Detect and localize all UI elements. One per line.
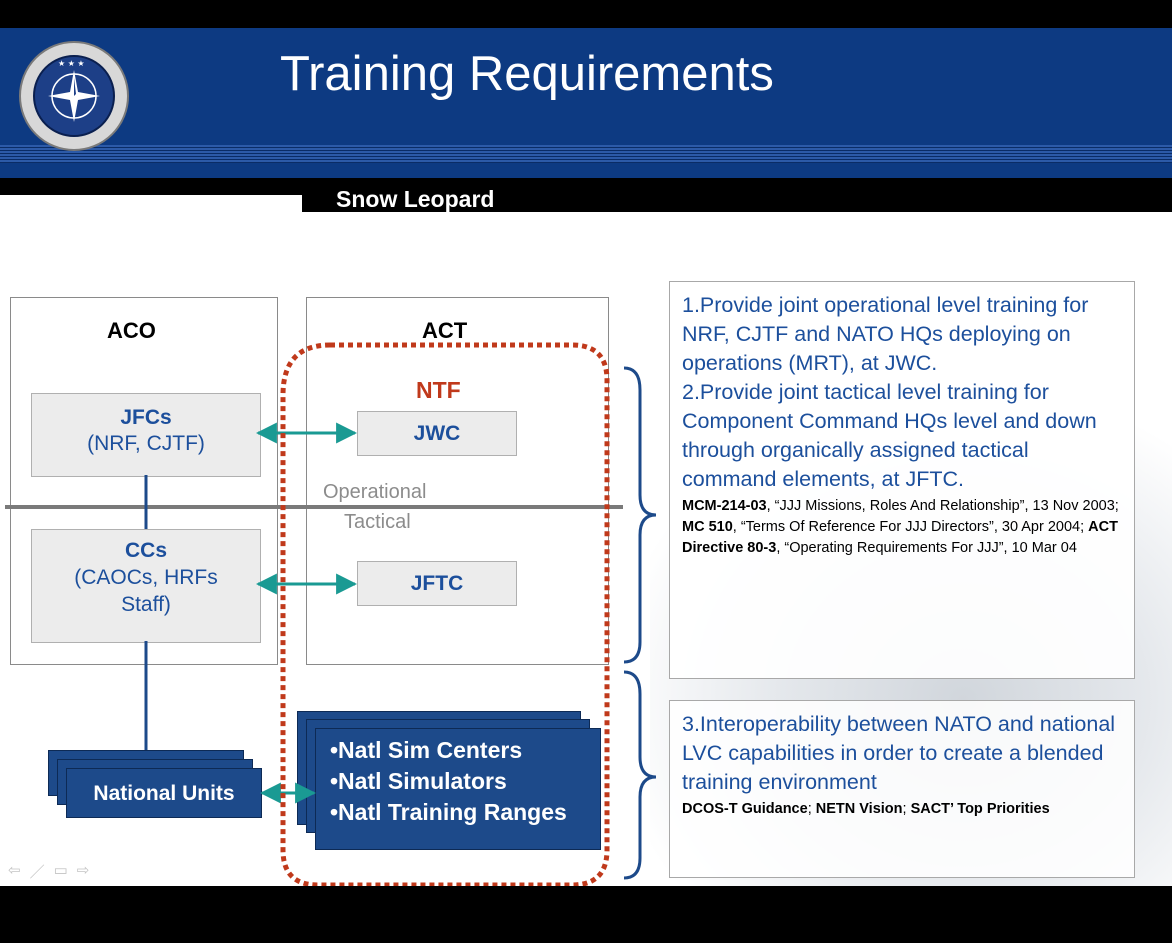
brace-bottom-icon — [623, 670, 657, 880]
requirement-references-1: MCM-214-03, “JJJ Missions, Roles And Rel… — [682, 496, 1122, 559]
ccs-title: CCs — [124, 539, 167, 562]
top-black-bar — [0, 0, 1172, 28]
capability-sim-centers: •Natl Sim Centers — [330, 737, 523, 763]
requirement-references-2: DCOS-T Guidance; NETN Vision; SACT’ Top … — [682, 799, 1122, 820]
subtitle-bar-tab — [0, 195, 302, 212]
menu-icon[interactable]: ▭ — [53, 862, 68, 879]
jftc-box: JFTC — [357, 561, 517, 606]
requirements-box-2: 3.Interoperability between NATO and nati… — [669, 700, 1135, 878]
national-capabilities-card: •Natl Sim Centers •Natl Simulators •Natl… — [315, 728, 601, 850]
capability-simulators: •Natl Simulators — [330, 768, 507, 794]
jfcs-box: JFCs (NRF, CJTF) — [31, 393, 261, 477]
capability-training-ranges: •Natl Training Ranges — [330, 799, 567, 825]
jfcs-subtitle: (NRF, CJTF) — [87, 432, 205, 455]
requirements-box-1: 1.Provide joint operational level traini… — [669, 281, 1135, 679]
requirement-2: 2.Provide joint tactical level training … — [682, 380, 1097, 491]
pen-icon[interactable]: ／ — [29, 864, 45, 881]
ref-act-directive: ACT Directive 80-3 — [682, 519, 1118, 556]
ref-act-directive-text: , “Operating Requirements For JJJ”, 10 M… — [776, 540, 1077, 556]
ntf-label: NTF — [416, 377, 461, 403]
ref-netn: NETN Vision — [815, 801, 903, 817]
slide-nav: ⇦ ／ ▭ ⇨ — [8, 861, 89, 882]
bottom-black-bar — [0, 886, 1172, 943]
act-logo-icon: ★ ★ ★ — [19, 41, 129, 151]
subtitle: Snow Leopard — [336, 186, 495, 212]
ref-mc510: MC 510 — [682, 519, 733, 535]
ref-mcm-text: , “JJJ Missions, Roles And Relationship”… — [766, 498, 1119, 514]
aco-label: ACO — [107, 318, 156, 343]
tactical-label: Tactical — [344, 511, 411, 533]
ccs-box: CCs (CAOCs, HRFs Staff) — [31, 529, 261, 643]
operational-label: Operational — [323, 481, 427, 503]
prev-slide-icon[interactable]: ⇦ — [8, 862, 21, 879]
ref-sep-2: ; — [902, 801, 911, 817]
ref-sact: SACT’ Top Priorities — [910, 801, 1050, 817]
requirement-1: 1.Provide joint operational level traini… — [682, 293, 1089, 375]
ref-dcos: DCOS-T Guidance — [682, 801, 808, 817]
ref-mc510-text: , “Terms Of Reference For JJJ Directors”… — [732, 519, 1089, 535]
national-units-card: National Units — [66, 768, 262, 818]
ref-mcm: MCM-214-03 — [682, 498, 767, 514]
jwc-box: JWC — [357, 411, 517, 456]
ntf-dotted-outline — [280, 342, 610, 888]
ccs-line2: Staff) — [121, 593, 171, 616]
ref-sep-1: ; — [807, 801, 816, 817]
requirement-3: 3.Interoperability between NATO and nati… — [682, 712, 1116, 794]
banner-stripe — [0, 145, 1172, 163]
ccs-line1: (CAOCs, HRFs — [74, 566, 218, 589]
act-label: ACT — [422, 318, 468, 343]
svg-text:★ ★ ★: ★ ★ ★ — [58, 59, 85, 68]
national-units-label: National Units — [93, 781, 235, 805]
page-title: Training Requirements — [280, 47, 774, 101]
next-slide-icon[interactable]: ⇨ — [76, 862, 90, 879]
jwc-label: JWC — [413, 422, 461, 445]
brace-top-icon — [623, 366, 657, 664]
jftc-label: JFTC — [410, 572, 464, 595]
jfcs-title: JFCs — [120, 406, 172, 429]
